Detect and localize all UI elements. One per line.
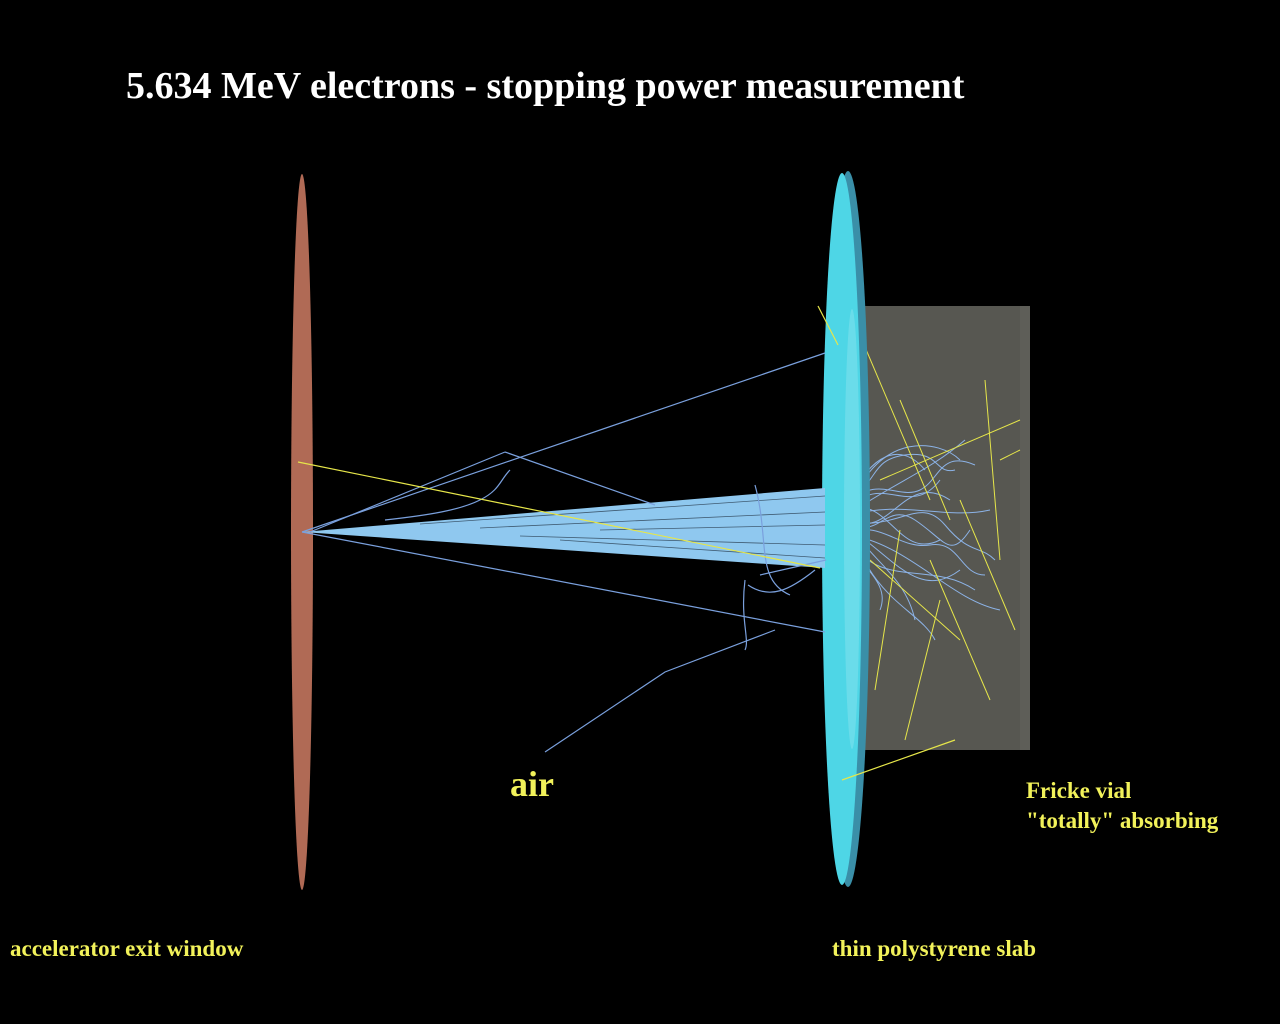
exit-window-label: accelerator exit window [10,936,244,961]
photon-track-upper [817,305,839,346]
photon-tracks-vial [861,339,1021,741]
fricke-vial-label-line1: Fricke vial [1026,778,1132,803]
fricke-vial-label-line2: "totally" absorbing [1026,808,1219,833]
air-label: air [510,764,554,804]
fricke-vial-label: Fricke vial "totally" absorbing [1026,776,1218,836]
photon-track-lower [841,739,956,781]
fricke-vial [848,306,1030,750]
electron-beam [302,488,825,568]
photon-track-air [297,461,821,569]
scattered-electron-tracks [301,352,827,753]
beam-streaks [419,495,826,559]
polystyrene-slab [822,171,870,887]
diagram-title: 5.634 MeV electrons - stopping power mea… [126,65,965,107]
polystyrene-slab-label: thin polystyrene slab [832,936,1037,961]
